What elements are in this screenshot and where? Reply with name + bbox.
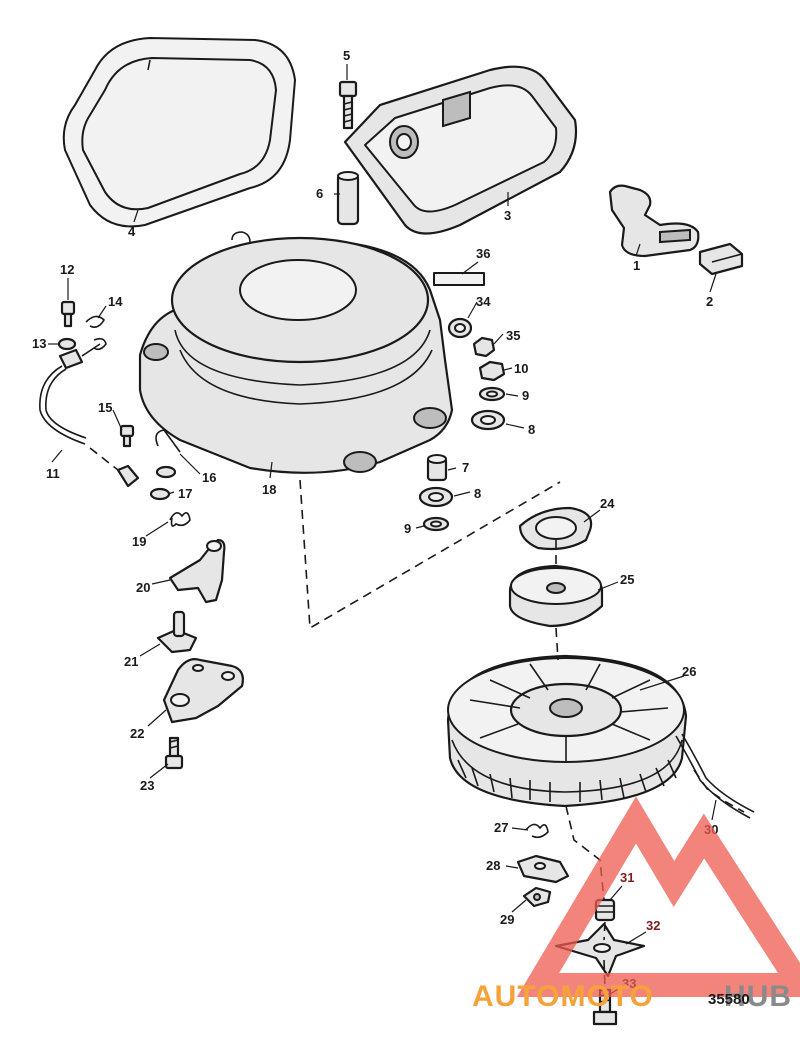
part-18-starter-housing	[138, 231, 454, 474]
part-23-screw	[164, 736, 184, 770]
callout-9-lower: 9	[404, 521, 411, 536]
part-9-washer-lower	[422, 516, 450, 532]
callout-8-upper: 8	[528, 422, 535, 437]
callout-8-lower: 8	[474, 486, 481, 501]
part-22-mounting-plate	[162, 658, 244, 724]
part-7-sleeve	[426, 454, 448, 482]
part-17-washers	[149, 465, 177, 501]
part-2-handle-insert	[698, 242, 744, 276]
part-29-retainer	[522, 886, 552, 908]
callout-19: 19	[132, 534, 146, 549]
callout-10: 10	[514, 361, 528, 376]
part-21-plunger	[156, 610, 198, 654]
part-11-cable	[39, 337, 140, 488]
callout-5: 5	[343, 48, 350, 63]
part-26-rope-pulley	[446, 654, 688, 808]
callout-9-upper: 9	[522, 388, 529, 403]
callout-32: 32	[646, 918, 660, 933]
part-27-pawl-spring	[525, 823, 549, 839]
callout-25: 25	[620, 572, 634, 587]
callout-4: 4	[128, 224, 136, 239]
part-14-clip	[85, 315, 106, 328]
part-30-starter-rope	[675, 733, 755, 819]
callout-23: 23	[140, 778, 154, 793]
leader-lines	[48, 64, 717, 995]
part-35-nut	[472, 336, 496, 358]
part-12-screw	[60, 300, 76, 328]
part-13-washer	[57, 337, 77, 351]
part-8-spacer-upper	[470, 409, 506, 431]
callout-36: 36	[476, 246, 490, 261]
callout-1: 1	[633, 258, 640, 273]
callout-15: 15	[98, 400, 112, 415]
part-1-starter-handle	[608, 184, 700, 258]
callout-14: 14	[108, 294, 123, 309]
callout-18: 18	[262, 482, 276, 497]
part-15-screw	[119, 424, 135, 448]
callout-29: 29	[500, 912, 514, 927]
callout-34: 34	[476, 294, 491, 309]
part-25-spring-cup	[508, 564, 604, 628]
callout-17: 17	[178, 486, 192, 501]
watermark-brand-part1: AUTOMOTO	[472, 980, 654, 1013]
part-20-lockout-lever	[168, 538, 226, 604]
part-28-pawl	[516, 854, 570, 884]
callout-16: 16	[202, 470, 216, 485]
callout-26: 26	[682, 664, 696, 679]
callout-24: 24	[600, 496, 615, 511]
callout-2: 2	[706, 294, 713, 309]
part-19-spring	[169, 512, 191, 527]
callout-31: 31	[620, 870, 634, 885]
callout-20: 20	[136, 580, 150, 595]
part-6-sleeve	[336, 171, 360, 226]
part-16-pin	[155, 429, 181, 453]
callout-7: 7	[462, 460, 469, 475]
callout-28: 28	[486, 858, 500, 873]
drawing-number: 35580	[708, 991, 750, 1008]
watermark-triangle-icon	[516, 796, 800, 997]
callout-21: 21	[124, 654, 138, 669]
callout-12: 12	[60, 262, 74, 277]
part-34-grommet	[447, 317, 473, 339]
callout-22: 22	[130, 726, 144, 741]
callout-6: 6	[316, 186, 323, 201]
part-33-bolt	[592, 988, 618, 1026]
part-36-decal	[433, 272, 485, 286]
part-4-gasket	[62, 37, 296, 228]
callout-27: 27	[494, 820, 508, 835]
part-5-bolt	[338, 80, 358, 130]
callout-3: 3	[504, 208, 511, 223]
part-3-handle-housing	[343, 65, 578, 235]
callout-13: 13	[32, 336, 46, 351]
watermark: AUTOMOTO HUB	[472, 796, 800, 1013]
watermark-brand-part2: HUB	[724, 980, 792, 1013]
part-10-nut	[478, 360, 506, 382]
part-8-spacer-lower	[418, 486, 454, 508]
part-32-friction-plate	[554, 922, 646, 978]
part-24-pawl-plate	[518, 506, 593, 551]
callout-11: 11	[46, 466, 60, 481]
part-9-washer-upper	[478, 386, 506, 402]
callout-35: 35	[506, 328, 520, 343]
